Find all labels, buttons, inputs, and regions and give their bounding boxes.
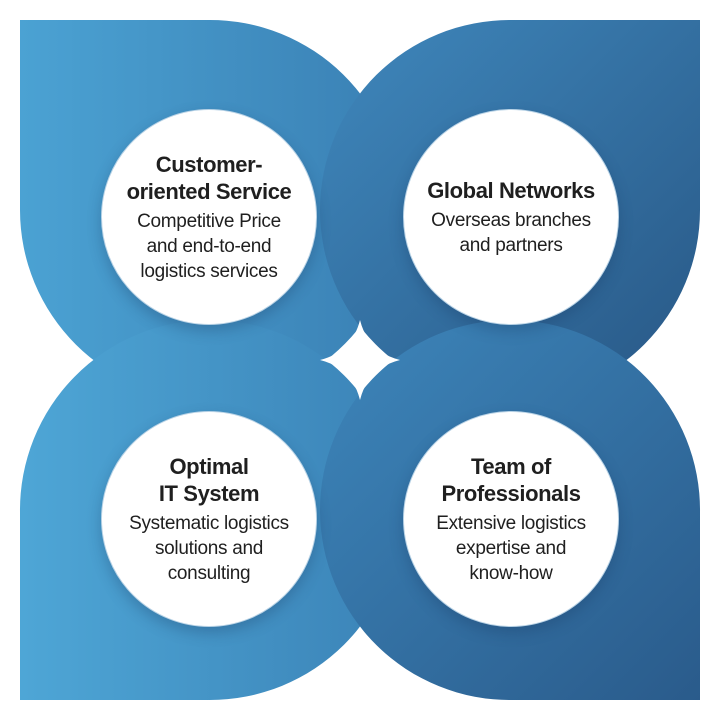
desc-line: solutions and xyxy=(154,537,264,559)
feature-circle-professionals: Team of Professionals Extensive logistic… xyxy=(403,411,619,627)
title-line: Team of xyxy=(471,453,551,479)
feature-circle-it-system: Optimal IT System Systematic logistics s… xyxy=(101,411,317,627)
desc-line: consulting xyxy=(167,562,251,584)
desc-line: and end-to-end xyxy=(146,235,272,257)
desc-line: Extensive logistics xyxy=(436,512,586,534)
feature-title: Global Networks xyxy=(427,177,595,204)
feature-description: Extensive logistics expertise and know-h… xyxy=(436,511,586,586)
desc-line: Systematic logistics xyxy=(129,512,289,534)
feature-circle-global-networks: Global Networks Overseas branches and pa… xyxy=(403,109,619,325)
desc-line: know-how xyxy=(469,562,553,584)
feature-description: Systematic logistics solutions and consu… xyxy=(129,511,289,586)
title-line: Global Networks xyxy=(427,177,595,203)
desc-line: and partners xyxy=(459,234,563,256)
feature-description: Overseas branches and partners xyxy=(431,208,591,258)
desc-line: Overseas branches xyxy=(431,209,591,231)
desc-line: Competitive Price xyxy=(137,210,281,232)
title-line: IT System xyxy=(158,480,260,506)
center-diamond xyxy=(320,320,400,400)
desc-line: expertise and xyxy=(455,537,567,559)
feature-title: Optimal IT System xyxy=(158,453,260,507)
title-line: Professionals xyxy=(441,480,581,506)
feature-description: Competitive Price and end-to-end logisti… xyxy=(137,209,281,284)
title-line: Customer- xyxy=(155,151,263,177)
feature-circle-customer-service: Customer- oriented Service Competitive P… xyxy=(101,109,317,325)
title-line: oriented Service xyxy=(126,178,292,204)
feature-title: Customer- oriented Service xyxy=(127,151,292,205)
title-line: Optimal xyxy=(169,453,249,479)
feature-title: Team of Professionals xyxy=(441,453,580,507)
desc-line: logistics services xyxy=(140,260,278,282)
